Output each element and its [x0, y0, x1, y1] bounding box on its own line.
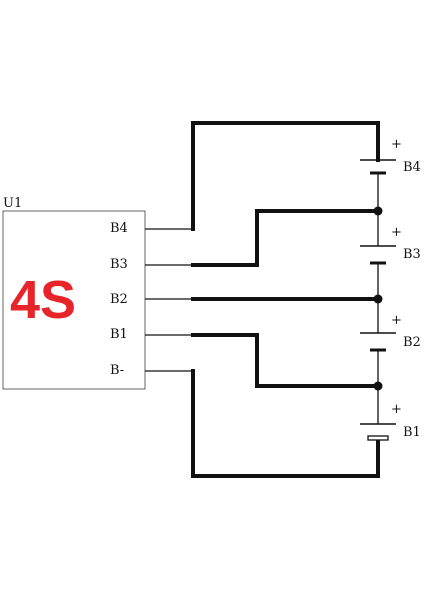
battery-cell-b4: + B4 [360, 137, 421, 175]
cell-b3-label: B3 [403, 247, 421, 262]
cell-b1-polarity: + [391, 402, 402, 417]
cell-b1-negative-plate [367, 435, 389, 441]
chip-body [2, 210, 146, 390]
cell-b2-label: B2 [403, 335, 421, 350]
wire-b1 [191, 333, 380, 388]
wire-b4 [191, 121, 380, 231]
pin-label-b2: B2 [110, 292, 128, 307]
pin-label-b1: B1 [110, 327, 128, 342]
junction-node-2 [373, 294, 383, 304]
pin-label-b4: B4 [110, 221, 128, 236]
chip-name-label: 4S [10, 270, 76, 330]
cell-b1-label: B1 [403, 425, 421, 440]
junction-node-3 [373, 381, 383, 391]
pin-label-b3: B3 [110, 257, 128, 272]
cell-b2-polarity: + [391, 313, 402, 328]
battery-cell-b2: + B2 [360, 313, 421, 352]
chip-ref-label: U1 [3, 196, 22, 211]
battery-cell-b1: + B1 [360, 402, 421, 441]
junction-node-1 [373, 206, 383, 216]
cell-b4-label: B4 [403, 160, 421, 175]
pin-label-bminus: B- [110, 363, 124, 378]
wire-bminus [191, 369, 380, 478]
battery-cell-b3: + B3 [360, 225, 421, 265]
cell-b4-polarity: + [391, 137, 402, 152]
cell-b3-polarity: + [391, 225, 402, 240]
wire-b3 [191, 209, 380, 267]
